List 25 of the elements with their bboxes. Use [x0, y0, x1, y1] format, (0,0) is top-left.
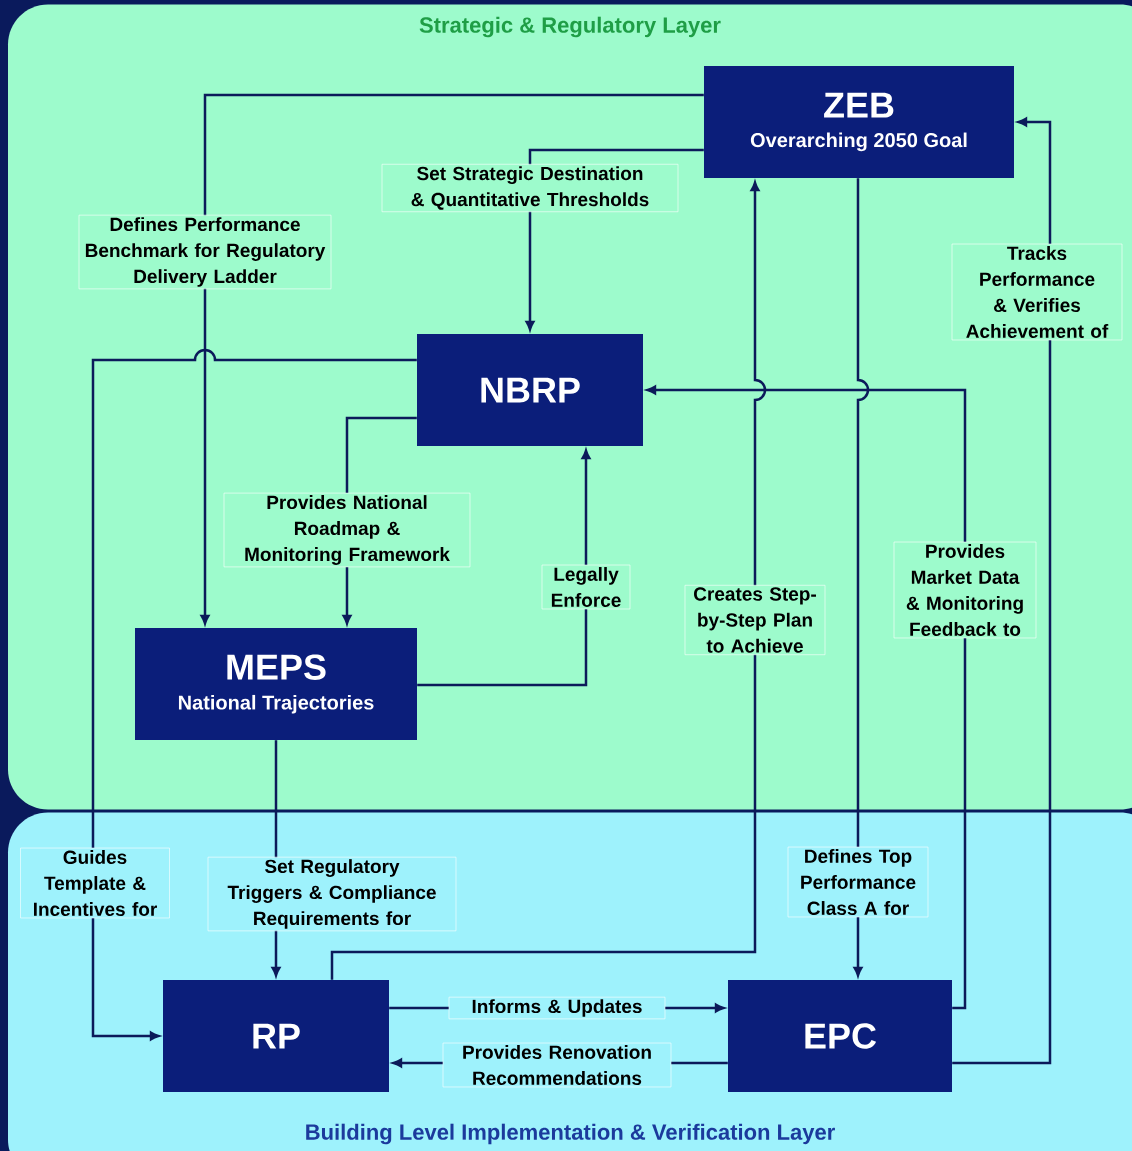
edge-label: Tracks Performance & Verifies Achievement of	[951, 243, 1123, 341]
arrow	[91, 348, 417, 1041]
edge-label: Set Regulatory Triggers & Compliance Requirements for	[207, 856, 457, 932]
process-box: EPC	[728, 980, 952, 1092]
edge-label: Provides Renovation Recommendations	[442, 1042, 672, 1088]
process-box: RP	[163, 980, 389, 1092]
process-box: NBRP	[417, 334, 643, 446]
arrow	[417, 449, 591, 687]
arrow	[952, 117, 1052, 1065]
arrow	[853, 178, 870, 977]
process-box: MEPS National Trajectories	[135, 628, 417, 740]
arrow	[200, 93, 704, 625]
arrow	[525, 148, 704, 331]
edge-label: Legally Enforce	[541, 564, 631, 610]
arrow	[330, 181, 767, 980]
edge-label: Provides Market Data & Monitoring Feedback to	[893, 541, 1037, 639]
process-box: ZEB Overarching 2050 Goal	[704, 66, 1014, 178]
edge-label: Set Strategic Destination & Quantitative Thresholds	[381, 163, 679, 213]
edge-label: Informs & Updates	[448, 996, 666, 1020]
edge-label: Provides National Roadmap & Monitoring Framework	[223, 492, 471, 568]
edge-label: Guides Template & Incentives for	[20, 847, 170, 919]
edge-label: Defines Top Performance Class A for	[787, 846, 929, 918]
edge-label: Creates Step-by-Step Plan to Achieve	[684, 585, 826, 656]
arrow	[646, 385, 967, 1010]
edge-label: Defines Performance Benchmark for Regulatory Delivery Ladder	[78, 214, 332, 290]
